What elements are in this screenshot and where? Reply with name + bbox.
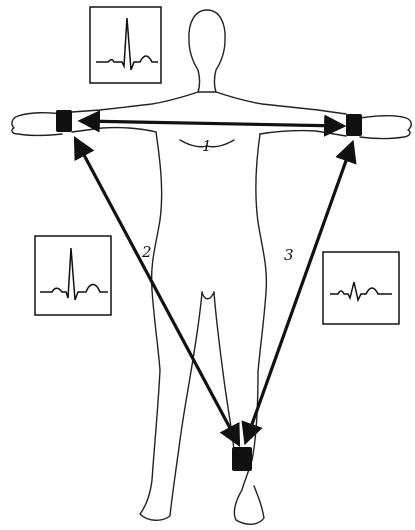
electrode-right-arm <box>56 110 72 132</box>
lead-1-label: 1 <box>202 137 212 155</box>
ecg-trace-lead-3 <box>323 252 399 324</box>
ecg-trace-lead-2 <box>35 236 111 315</box>
lead-3-label: 3 <box>284 246 294 264</box>
ecg-frame-lead-3 <box>323 252 399 324</box>
left-hand <box>12 113 62 136</box>
head <box>189 10 225 92</box>
crotch <box>202 292 214 299</box>
torso-left-side <box>152 132 162 370</box>
lower-arm-contour <box>72 128 346 136</box>
lead-lines <box>76 121 352 443</box>
ecg-trace-lead-1 <box>90 7 161 83</box>
lead-1-line <box>82 121 342 126</box>
lead-2-label: 2 <box>141 243 152 261</box>
left-leg <box>140 292 202 520</box>
electrode-left-leg <box>232 447 252 471</box>
right-hand <box>360 116 411 139</box>
electrode-left-arm <box>346 114 362 136</box>
upper-contour <box>72 92 346 114</box>
torso-right-side <box>256 134 267 372</box>
